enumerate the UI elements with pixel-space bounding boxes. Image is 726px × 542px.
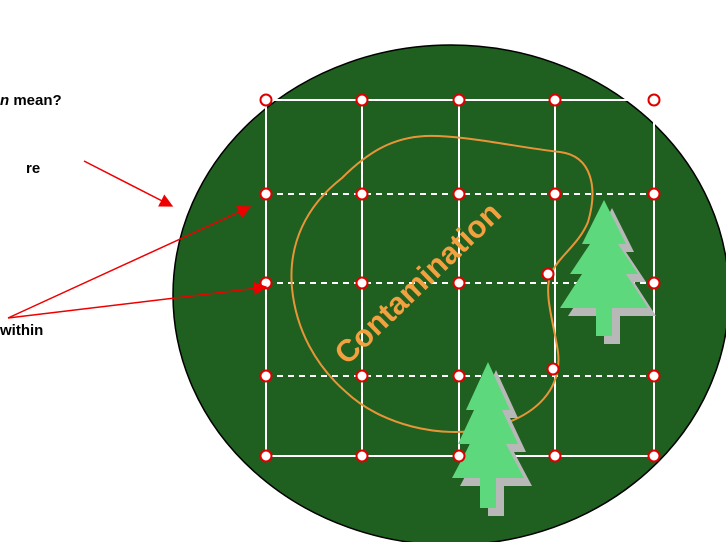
sample-point-r1-c3 [452,93,466,107]
arrow-to-grid-node-middle [7,281,268,319]
contamination-contour [290,134,594,433]
partial-text-line-1: n mean? [0,92,62,109]
sample-point-r2-c5 [647,187,661,201]
sample-point-r1-c2 [355,93,369,107]
sample-point-r1-c1 [259,93,273,107]
sample-point-r2-c4 [548,187,562,201]
sample-point-r2-c1 [259,187,273,201]
partial-text-line-2: re [26,160,41,177]
pointer-arrows [7,160,268,319]
arrow-to-grid-node-upper [7,205,252,319]
tree-icon [560,200,656,344]
sample-point-r4-c1 [259,369,273,383]
sample-point-r3-c5 [647,276,661,290]
sample-points [259,93,661,463]
sample-point-r5-c1 [259,449,273,463]
arrow-to-site-boundary [83,160,174,207]
sample-point-r3-c2 [355,276,369,290]
sample-point-r4-c4 [546,362,560,376]
sample-point-r5-c5 [647,449,661,463]
partial-text-line-3: within [0,322,44,339]
site-circle [172,44,726,542]
sample-point-r3-c4 [541,267,555,281]
sample-point-r1-c4 [548,93,562,107]
sample-point-r1-c5 [647,93,661,107]
sample-point-r4-c3 [452,369,466,383]
sample-point-r3-c3 [452,276,466,290]
sample-point-r5-c4 [548,449,562,463]
sample-point-r5-c2 [355,449,369,463]
sample-point-r2-c3 [452,187,466,201]
partial-text-line-1-italic: n [0,92,10,109]
sample-point-r2-c2 [355,187,369,201]
sample-point-r4-c5 [647,369,661,383]
sample-point-r5-c3 [452,449,466,463]
tree-icon [452,362,532,516]
sample-point-r4-c2 [355,369,369,383]
partial-text-line-1-rest: mean? [9,92,62,109]
